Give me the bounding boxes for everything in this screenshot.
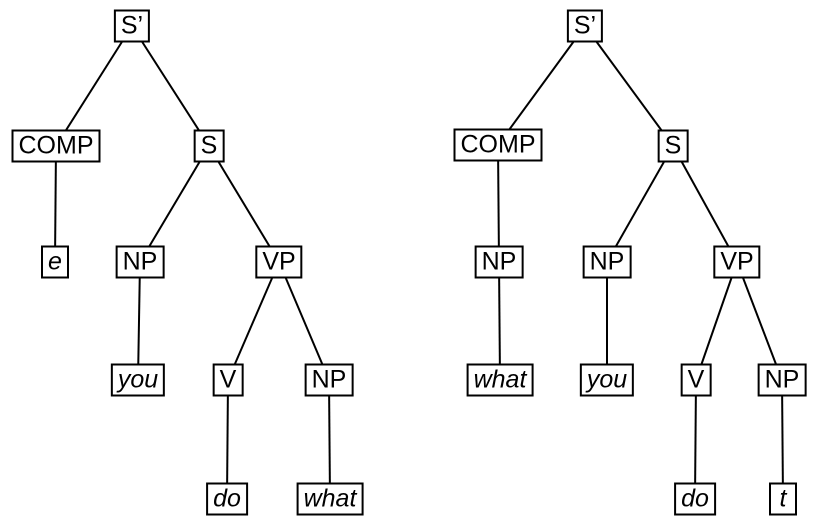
right-tree-node-sbar: S’: [566, 9, 604, 43]
left-tree-edge-s-vp: [208, 145, 280, 263]
right-tree-edge-comp-np-comp: [497, 144, 500, 263]
left-tree-node-vp: VP: [255, 245, 303, 279]
left-tree-edge-comp-e: [54, 145, 57, 263]
left-tree-edge-s-np-subj: [139, 145, 210, 263]
right-tree-edge-sbar-s: [584, 25, 674, 147]
left-tree-node-comp: COMP: [11, 129, 101, 163]
right-tree-node-you: you: [579, 363, 635, 397]
right-tree-edge-np-obj-t: [781, 379, 784, 500]
left-tree-node-s: S: [193, 129, 225, 163]
right-tree-edge-sbar-comp: [497, 25, 586, 146]
right-tree-node-do: do: [674, 482, 716, 516]
right-tree-node-vp: VP: [713, 245, 761, 279]
right-tree-node-np-comp: NP: [474, 245, 524, 279]
left-tree-node-e: e: [41, 245, 69, 279]
left-tree-node-what: what: [296, 482, 364, 516]
right-tree-edge-np-comp-what: [498, 261, 501, 381]
left-tree-node-np-subj: NP: [115, 245, 165, 279]
left-tree-node-v: V: [212, 363, 244, 397]
left-tree-edge-np-obj-what: [328, 379, 331, 500]
right-tree-node-np-obj: NP: [757, 363, 807, 397]
left-tree-edge-sbar-s: [131, 25, 210, 147]
left-tree-edge-np-subj-you: [137, 261, 141, 381]
left-tree-edge-vp-np-obj: [278, 261, 330, 381]
left-tree-node-np-obj: NP: [304, 363, 354, 397]
right-tree-edge-s-np-subj: [606, 145, 674, 263]
left-tree-edge-v-do: [226, 379, 229, 500]
right-tree-edge-vp-v: [695, 261, 738, 381]
right-tree-node-s: S: [657, 129, 689, 163]
right-tree-node-comp: COMP: [453, 128, 543, 162]
right-tree-node-v: V: [680, 363, 712, 397]
left-tree-node-do: do: [206, 482, 248, 516]
right-tree-node-np-subj: NP: [582, 245, 632, 279]
left-tree-edge-vp-v: [227, 261, 280, 381]
left-tree-node-sbar: S’: [113, 9, 151, 43]
right-tree-edge-s-vp: [672, 145, 738, 263]
right-tree-edge-vp-np-obj: [736, 261, 783, 381]
right-tree-node-what: what: [466, 363, 534, 397]
left-tree-edge-sbar-comp: [55, 25, 133, 147]
right-tree-edge-v-do: [694, 379, 697, 500]
left-tree-node-you: you: [110, 363, 166, 397]
right-tree-node-t: t: [769, 482, 797, 516]
